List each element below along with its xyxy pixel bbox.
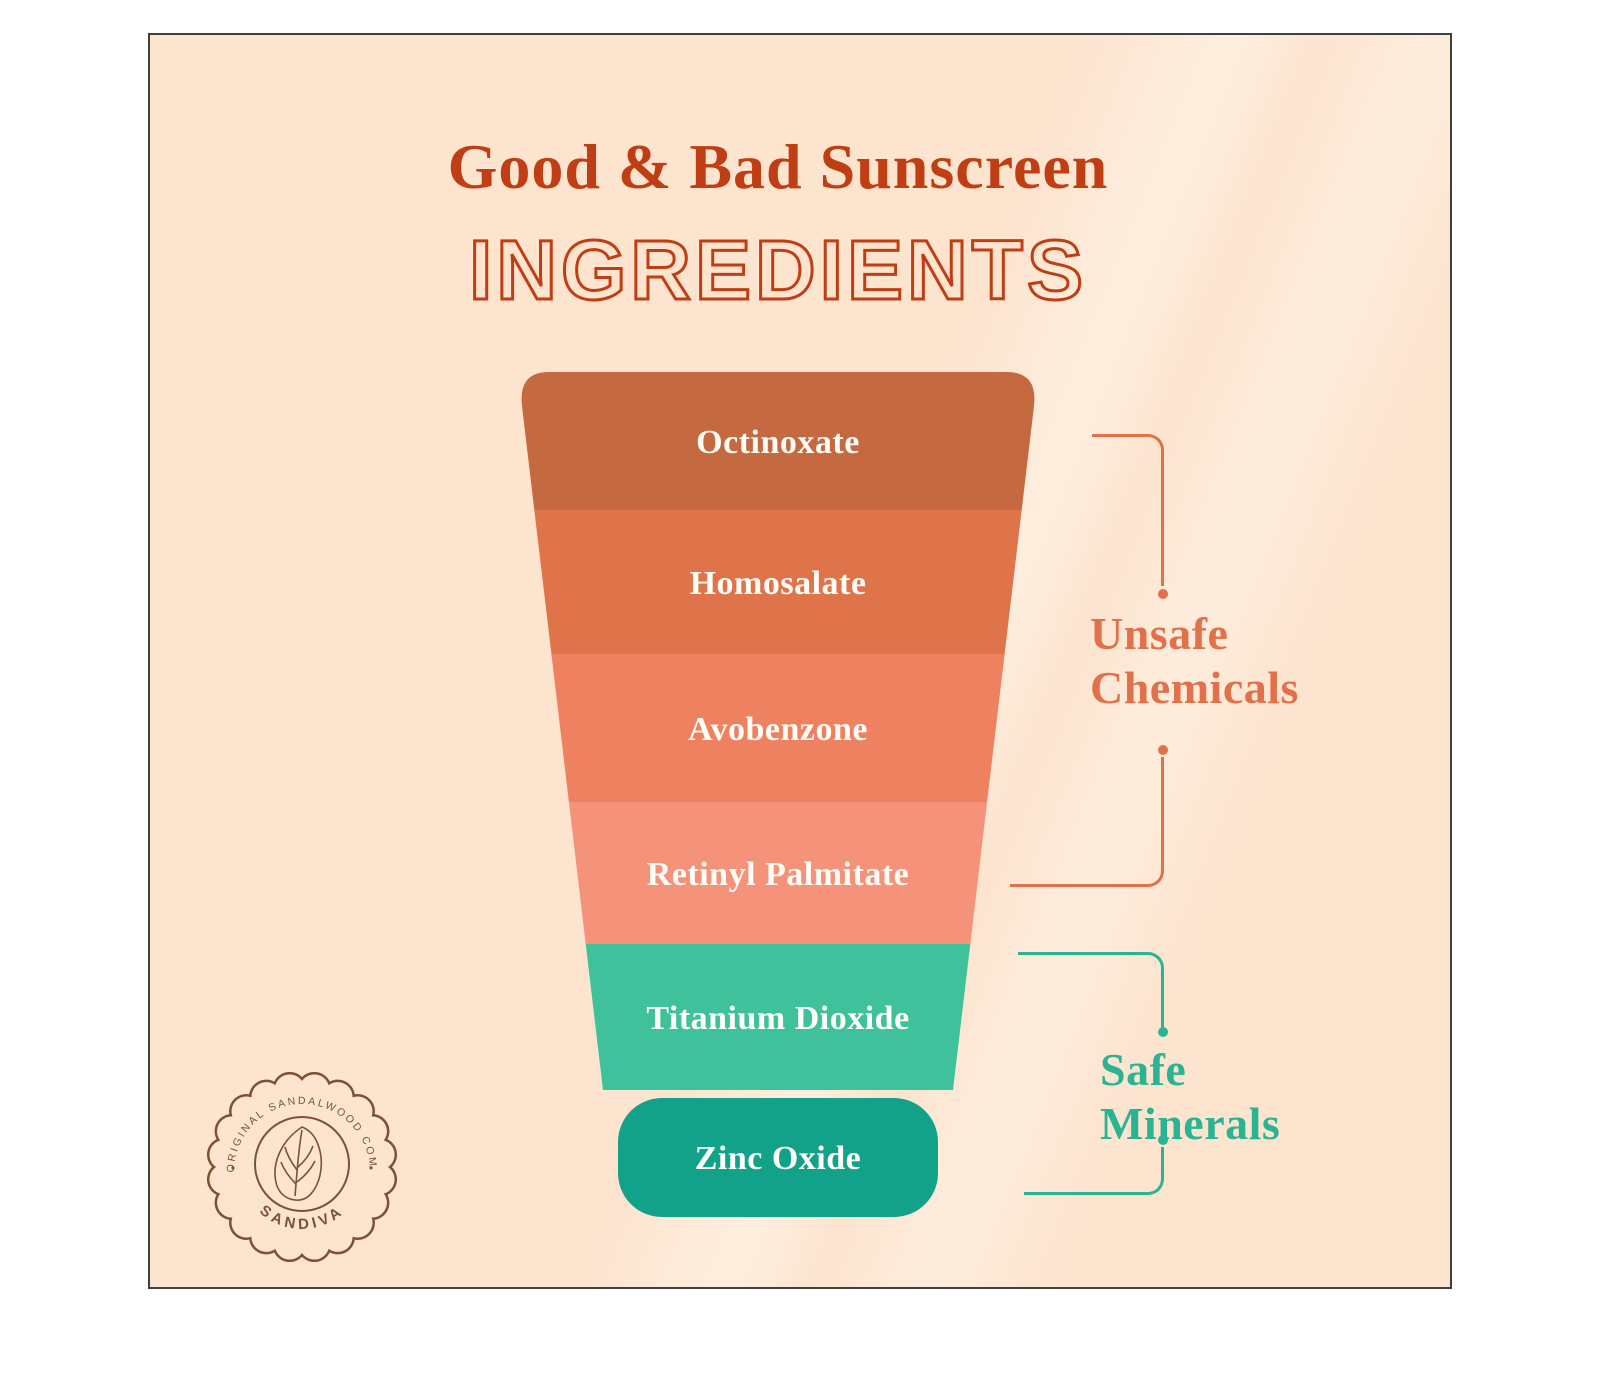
unsafe-bracket-dot-top (1158, 589, 1168, 599)
logo-scalloped-border (207, 1072, 397, 1262)
funnel-segment-retinyl-palmitate (568, 802, 988, 944)
unsafe-bracket-dot-bottom (1158, 745, 1168, 755)
logo-brand-name: SANDIVA (256, 1202, 347, 1233)
safe-label: Safe Minerals (1100, 1044, 1281, 1150)
funnel-label-titanium-dioxide: Titanium Dioxide (646, 1000, 909, 1037)
infographic-card: Good & Bad Sunscreen INGREDIENTS Octinox… (148, 33, 1452, 1289)
logo-separator-left: • (231, 1161, 235, 1175)
funnel-segment-titanium-dioxide (585, 944, 971, 1090)
safe-bracket-dot-top (1158, 1027, 1168, 1037)
funnel-segment-homosalate (534, 510, 1022, 654)
leaf-icon (274, 1126, 323, 1201)
funnel-segment-avobenzone (551, 654, 1005, 802)
safe-bracket-top (1018, 952, 1164, 1030)
logo-separator-right: • (369, 1161, 373, 1175)
safe-bracket-dot-bottom (1158, 1135, 1168, 1145)
funnel-chart: Octinoxate Homosalate Avobenzone Retinyl… (521, 372, 1035, 1217)
funnel-segment-zinc-oxide (618, 1098, 938, 1217)
brand-logo: THE ORIGINAL SANDALWOOD COMPANY SANDIVA … (207, 1072, 397, 1262)
logo-arc-text: THE ORIGINAL SANDALWOOD COMPANY (207, 1072, 379, 1173)
page-subtitle: INGREDIENTS (467, 222, 1088, 319)
funnel-segment-octinoxate (521, 372, 1035, 510)
funnel-label-retinyl-palmitate: Retinyl Palmitate (647, 856, 910, 893)
unsafe-bracket-bottom (1010, 757, 1164, 887)
title-block: Good & Bad Sunscreen INGREDIENTS (150, 130, 1406, 319)
page-title: Good & Bad Sunscreen (447, 131, 1109, 202)
funnel-label-octinoxate: Octinoxate (696, 424, 860, 461)
unsafe-bracket-top (1092, 434, 1164, 586)
funnel-label-homosalate: Homosalate (690, 565, 867, 602)
funnel-label-avobenzone: Avobenzone (688, 711, 868, 748)
unsafe-label: Unsafe Chemicals (1090, 608, 1299, 714)
safe-bracket-bottom (1024, 1147, 1164, 1195)
funnel-label-zinc-oxide: Zinc Oxide (695, 1140, 862, 1177)
logo-inner-ring (254, 1116, 350, 1212)
